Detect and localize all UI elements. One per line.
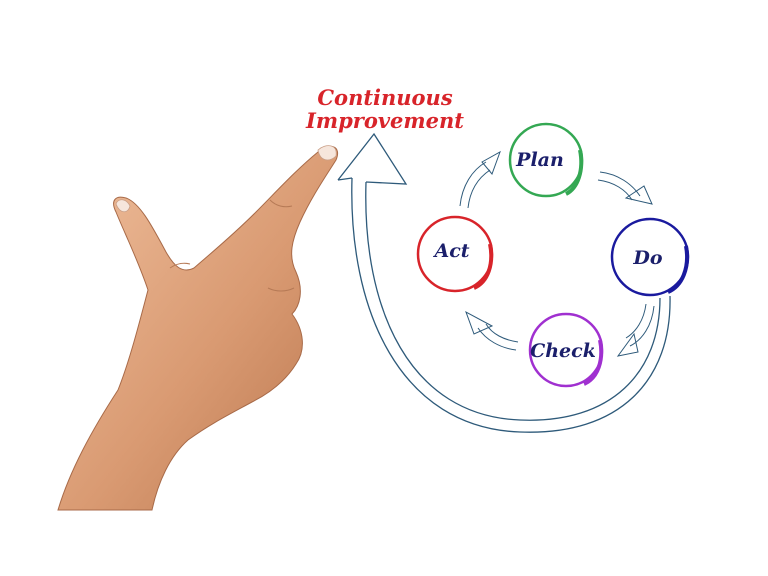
do-label: Do — [633, 247, 663, 269]
title-line-1: Continuous — [317, 85, 453, 110]
act-label: Act — [434, 240, 470, 262]
improvement-arrow — [337, 132, 671, 433]
arrow-plan-to-do — [597, 171, 653, 205]
continuous-improvement-title: Continuous Improvement — [300, 86, 470, 132]
arrow-check-to-act — [465, 310, 519, 351]
cycle-circles — [416, 122, 690, 388]
plan-label: Plan — [516, 149, 564, 171]
arrow-act-to-plan — [459, 150, 501, 209]
cycle-arrows — [459, 150, 655, 357]
pointing-hand-icon — [57, 145, 338, 511]
arrow-do-to-check — [616, 303, 655, 357]
title-line-2: Improvement — [306, 108, 464, 133]
check-label: Check — [530, 340, 596, 362]
